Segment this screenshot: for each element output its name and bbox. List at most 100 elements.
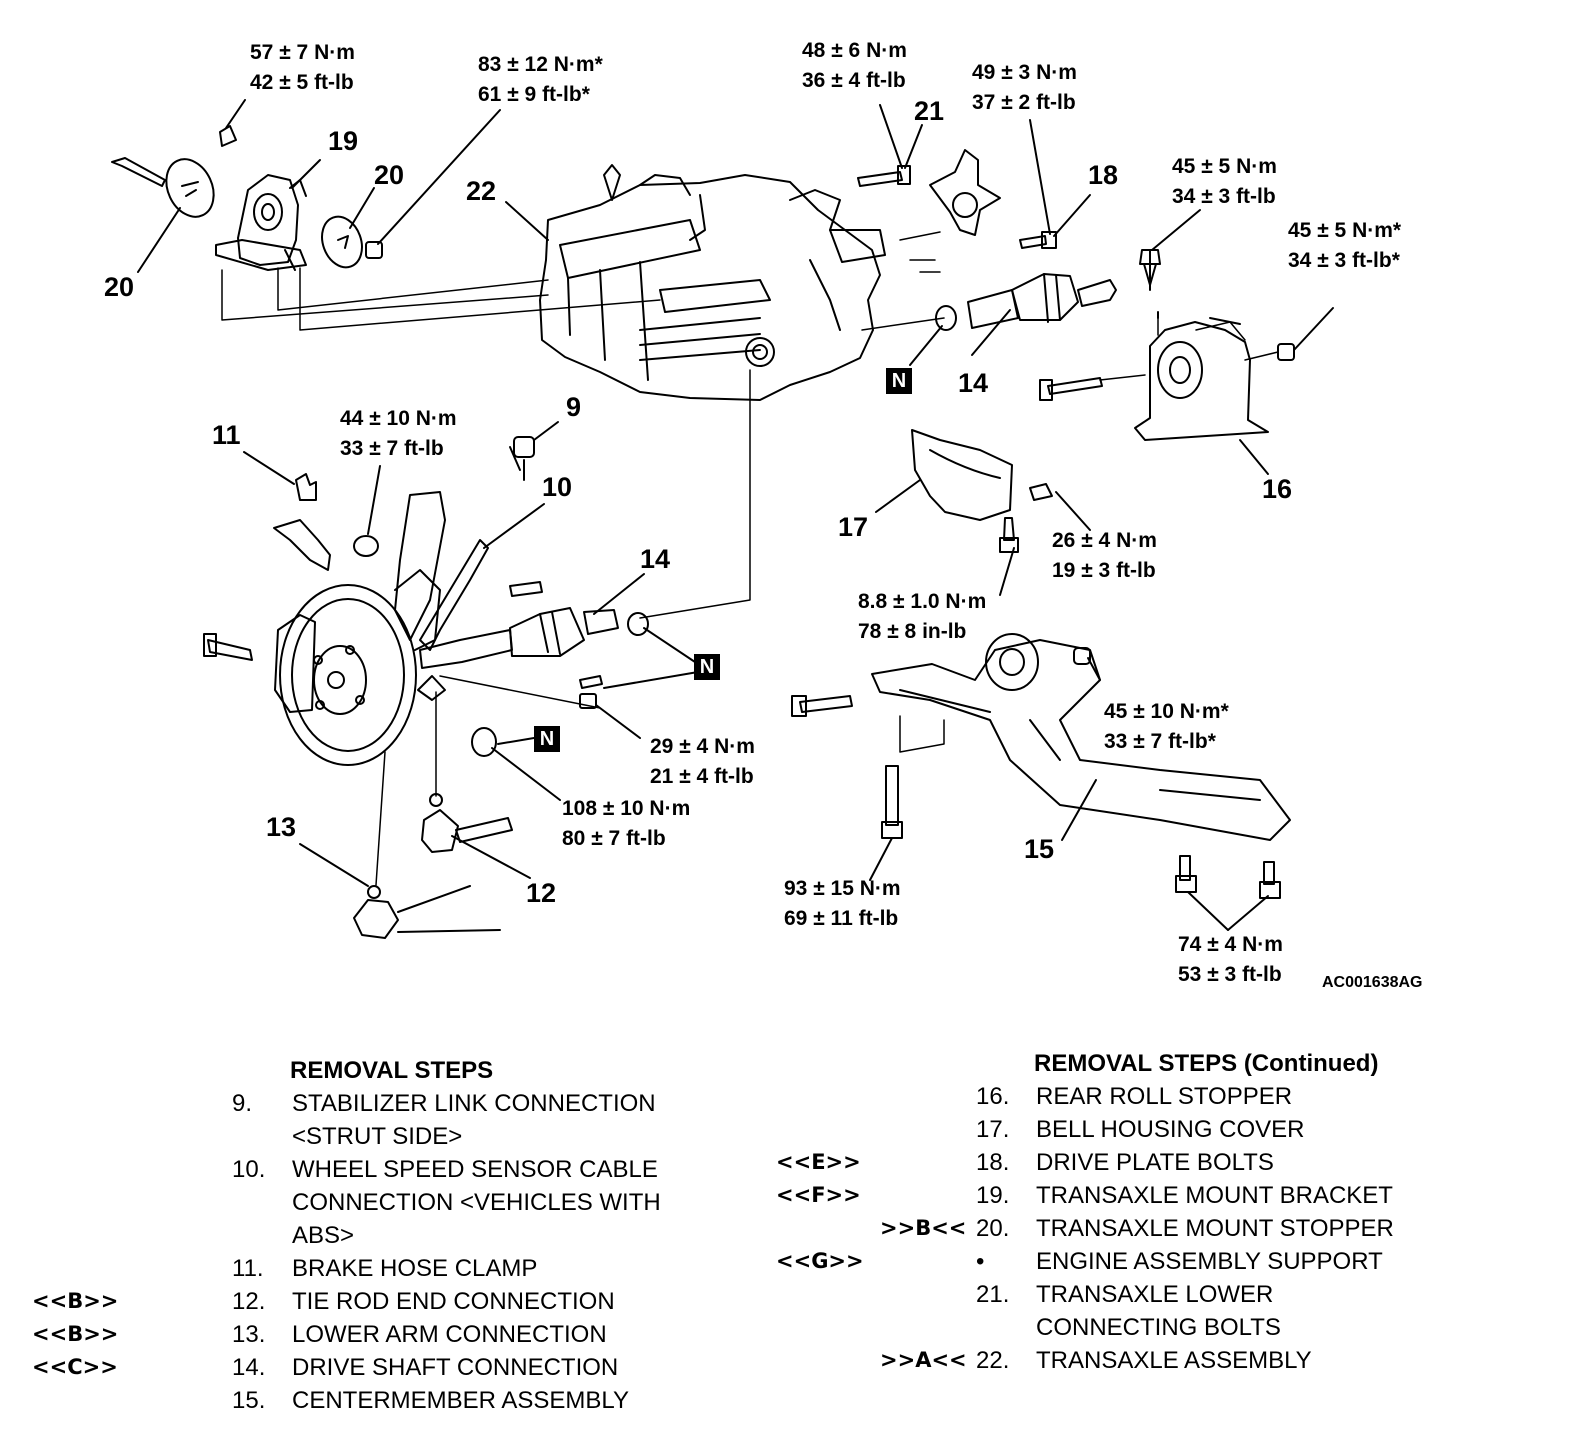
torque-nm: 83 ± 12 N·m* xyxy=(478,53,603,76)
callout-20-lower: 20 xyxy=(104,272,135,302)
step-number: 21. xyxy=(976,1281,1010,1308)
torque-ftlb: 34 ± 3 ft-lb* xyxy=(1288,249,1400,272)
alignment-lines xyxy=(221,231,1279,886)
n-mark-right: N xyxy=(694,654,720,680)
torque-ftlb: 61 ± 9 ft-lb* xyxy=(478,83,590,106)
removal-steps-list: REMOVAL STEPS 9.STABILIZER LINK CONNECTI… xyxy=(32,1054,752,1417)
torque-ftlb: 42 ± 5 ft-lb xyxy=(250,71,354,94)
torque-label-83: 83 ± 12 N·m* 61 ± 9 ft-lb* xyxy=(478,50,603,110)
callout-11: 11 xyxy=(212,420,241,450)
torque-ftlb: 36 ± 4 ft-lb xyxy=(802,69,906,92)
knuckle-and-brake-disc xyxy=(203,491,489,766)
callout-20-upper: 20 xyxy=(374,160,405,190)
drive-shaft-upper xyxy=(935,273,1117,331)
step-row: <<B>>13.LOWER ARM CONNECTION xyxy=(32,1318,752,1351)
step-row: <<E>> 18. DRIVE PLATE BOLTS xyxy=(776,1146,1496,1179)
step-number: 18. xyxy=(976,1149,1010,1176)
torque-ftlb: 53 ± 3 ft-lb xyxy=(1178,963,1282,986)
callout-18: 18 xyxy=(1088,160,1119,190)
torque-label-8-8: 8.8 ± 1.0 N·m 78 ± 8 in-lb xyxy=(858,587,986,647)
drive-shaft-lower xyxy=(419,607,619,669)
step-text: CONNECTING BOLTS xyxy=(1036,1314,1281,1341)
callout-15: 15 xyxy=(1024,834,1055,864)
callout-9: 9 xyxy=(566,392,582,422)
diagram-id: AC001638AG xyxy=(1322,974,1423,991)
step-text: TRANSAXLE MOUNT BRACKET xyxy=(1036,1182,1393,1209)
step-text: BRAKE HOSE CLAMP xyxy=(292,1255,538,1282)
step-row: 11. BRAKE HOSE CLAMP xyxy=(232,1252,752,1285)
step-text: ENGINE ASSEMBLY SUPPORT xyxy=(1036,1248,1383,1275)
step-number: 15. xyxy=(232,1387,266,1414)
torque-nm: 45 ± 5 N·m* xyxy=(1288,219,1402,242)
torque-label-48: 48 ± 6 N·m 36 ± 4 ft-lb xyxy=(802,36,907,96)
step-row: 17. BELL HOUSING COVER xyxy=(976,1113,1496,1146)
transaxle-case xyxy=(539,164,886,401)
step-number: 12. xyxy=(232,1288,266,1315)
step-text: LOWER ARM CONNECTION xyxy=(292,1321,607,1348)
step-row: >>B<< 20. TRANSAXLE MOUNT STOPPER xyxy=(880,1212,1496,1245)
torque-label-49: 49 ± 3 N·m 37 ± 2 ft-lb xyxy=(972,58,1077,118)
step-number: 11. xyxy=(232,1255,264,1282)
step-number: 22. xyxy=(976,1347,1010,1374)
torque-nm: 57 ± 7 N·m xyxy=(250,41,355,64)
torque-nm: 74 ± 4 N·m xyxy=(1178,933,1283,956)
torque-label-45c: 45 ± 10 N·m* 33 ± 7 ft-lb* xyxy=(1104,697,1229,757)
n-mark-upper: N xyxy=(886,368,912,394)
rear-roll-stopper xyxy=(1039,249,1295,441)
step-text: TIE ROD END CONNECTION xyxy=(292,1288,615,1315)
torque-ftlb: 80 ± 7 ft-lb xyxy=(562,827,666,850)
torque-nm: 44 ± 10 N·m xyxy=(340,407,457,430)
torque-label-26: 26 ± 4 N·m 19 ± 3 ft-lb xyxy=(1052,526,1157,586)
transaxle-mount-bracket xyxy=(215,174,307,271)
step-text: BELL HOUSING COVER xyxy=(1036,1116,1305,1143)
step-row-continuation: CONNECTING BOLTS xyxy=(976,1311,1496,1344)
step-procedure-code: >>A<< xyxy=(880,1348,967,1372)
torque-nm: 108 ± 10 N·m xyxy=(562,797,691,820)
step-procedure-code: <<E>> xyxy=(776,1150,861,1174)
step-row: 16.REAR ROLL STOPPER xyxy=(976,1080,1496,1113)
step-row: >>A<<22.TRANSAXLE ASSEMBLY xyxy=(880,1344,1496,1377)
torque-inlb: 78 ± 8 in-lb xyxy=(858,620,967,643)
step-procedure-code: <<B>> xyxy=(32,1289,119,1313)
callout-22: 22 xyxy=(466,176,497,206)
step-procedure-code: <<F>> xyxy=(776,1183,861,1207)
step-row: 10. WHEEL SPEED SENSOR CABLE xyxy=(232,1153,752,1186)
step-row: <<F>> 19. TRANSAXLE MOUNT BRACKET xyxy=(776,1179,1496,1212)
step-text: WHEEL SPEED SENSOR CABLE xyxy=(292,1156,658,1183)
step-row-continuation: <STRUT SIDE> xyxy=(232,1120,752,1153)
step-number: 16. xyxy=(976,1083,1010,1110)
step-number: 13. xyxy=(232,1321,266,1348)
torque-label-93: 93 ± 15 N·m 69 ± 11 ft-lb xyxy=(784,874,901,934)
callout-14-upper: 14 xyxy=(958,368,989,398)
step-number: 10. xyxy=(232,1156,266,1183)
step-text: TRANSAXLE MOUNT STOPPER xyxy=(1036,1215,1394,1242)
callout-21: 21 xyxy=(914,96,945,126)
removal-steps-title: REMOVAL STEPS xyxy=(290,1057,494,1084)
torque-label-45a: 45 ± 5 N·m 34 ± 3 ft-lb xyxy=(1172,152,1277,212)
step-number: 14. xyxy=(232,1354,266,1381)
step-row: <<G>>•ENGINE ASSEMBLY SUPPORT xyxy=(776,1245,1496,1278)
callout-14-lower: 14 xyxy=(640,544,671,574)
torque-ftlb: 21 ± 4 ft-lb xyxy=(650,765,754,788)
step-text: DRIVE SHAFT CONNECTION xyxy=(292,1354,619,1381)
step-text: DRIVE PLATE BOLTS xyxy=(1036,1149,1274,1176)
small-fasteners xyxy=(273,436,649,757)
step-procedure-code: >>B<< xyxy=(880,1216,967,1240)
torque-ftlb: 19 ± 3 ft-lb xyxy=(1052,559,1156,582)
step-row: 9.STABILIZER LINK CONNECTION xyxy=(232,1087,752,1120)
step-text: <STRUT SIDE> xyxy=(292,1123,463,1150)
step-row: 15.CENTERMEMBER ASSEMBLY xyxy=(232,1384,752,1417)
torque-nm: 26 ± 4 N·m xyxy=(1052,529,1157,552)
step-text: TRANSAXLE LOWER xyxy=(1036,1281,1274,1308)
callout-10: 10 xyxy=(542,472,573,502)
step-number: 19. xyxy=(976,1182,1010,1209)
step-number: 9. xyxy=(232,1090,253,1117)
torque-nm: 45 ± 10 N·m* xyxy=(1104,700,1229,723)
bell-housing-cover xyxy=(911,429,1053,553)
callout-16: 16 xyxy=(1262,474,1293,504)
torque-ftlb: 69 ± 11 ft-lb xyxy=(784,907,899,930)
step-number: 17. xyxy=(976,1116,1010,1143)
torque-nm: 29 ± 4 N·m xyxy=(650,735,755,758)
step-number: 20. xyxy=(976,1215,1010,1242)
